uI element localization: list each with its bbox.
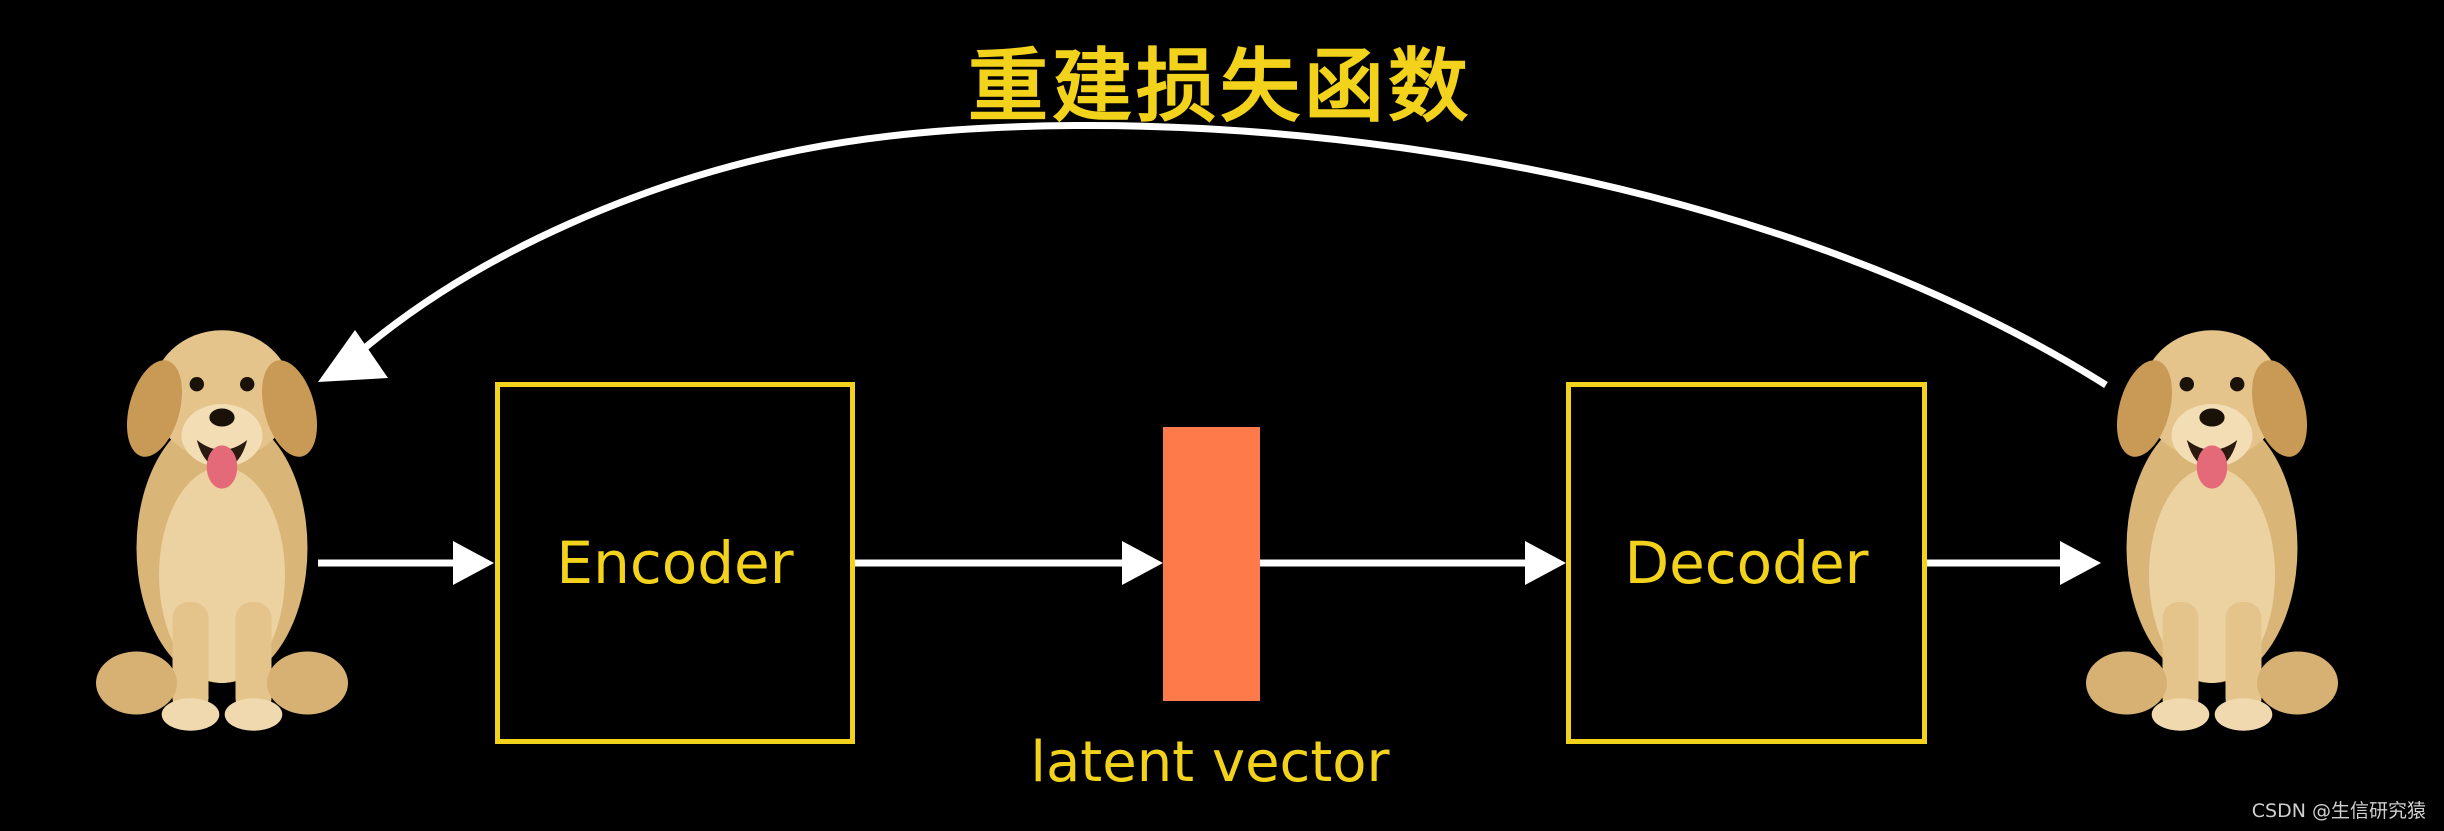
- latent-vector-bar: [1163, 427, 1260, 701]
- latent-to-decoder-arrowhead: [1525, 541, 1566, 585]
- decoder-box: Decoder: [1566, 382, 1927, 744]
- watermark: CSDN @生信研究猿: [2251, 800, 2426, 822]
- input-puppy-icon: [95, 330, 348, 731]
- reconstruction-loss-arrowhead: [318, 330, 388, 382]
- decoder-label: Decoder: [1624, 529, 1869, 597]
- input-to-encoder-arrowhead: [453, 541, 494, 585]
- encoder-box: Encoder: [495, 382, 855, 744]
- encoder-label: Encoder: [556, 529, 794, 597]
- decoder-to-output-arrowhead: [2060, 541, 2101, 585]
- output-puppy-icon: [2086, 330, 2338, 731]
- diagram-title: 重建损失函数: [968, 40, 1472, 133]
- encoder-to-latent-arrowhead: [1122, 541, 1163, 585]
- reconstruction-loss-arrow: [357, 122, 2108, 388]
- latent-vector-label: latent vector: [1030, 730, 1390, 795]
